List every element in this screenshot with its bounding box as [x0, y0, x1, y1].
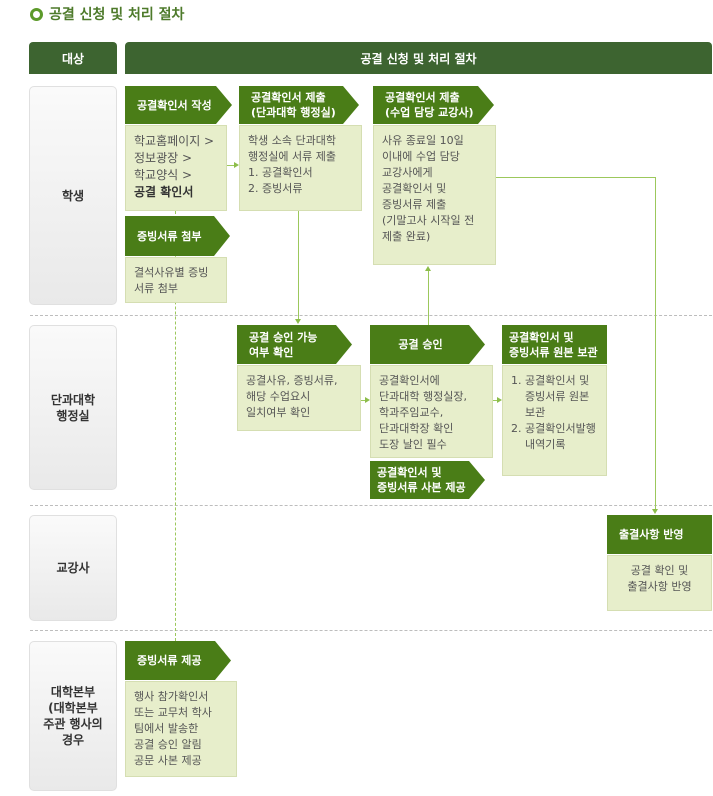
text-line: 학교양식 > [134, 168, 193, 182]
text-line: 학교홈페이지 > [134, 134, 215, 148]
text-line: 정보광장 > [134, 151, 193, 165]
connector-line [493, 400, 498, 401]
arrow-down-icon [295, 319, 301, 324]
form-name: 공결 확인서 [134, 185, 194, 199]
header-procedure: 공결 신청 및 처리 절차 [125, 42, 712, 74]
connector-line [227, 165, 235, 166]
step-approve-title: 공결 승인 [370, 325, 485, 364]
connector-line [428, 271, 429, 325]
arrow-right-icon [365, 397, 370, 403]
step-submit-instructor-title: 공결확인서 제출 (수업 담당 교강사) [373, 86, 494, 124]
arrow-right-icon [234, 162, 239, 168]
circle-bullet-icon [30, 7, 43, 21]
step-reflect-title: 출결사항 반영 [607, 515, 712, 554]
row-label-student: 학생 [29, 86, 117, 305]
step-submit-instructor-body: 사유 종료일 10일 이내에 수업 담당 교강사에게 공결확인서 및 증빙서류 … [373, 125, 496, 265]
step-copy-title: 공결확인서 및 증빙서류 사본 제공 [370, 461, 485, 499]
step-submit-college-body: 학생 소속 단과대학 행정실에 서류 제출 1. 공결확인서 2. 증빙서류 [239, 125, 362, 211]
step-submit-college-title: 공결확인서 제출 (단과대학 행정실) [239, 86, 359, 124]
row-label-college: 단과대학 행정실 [29, 325, 117, 490]
step-provide-body: 행사 참가확인서 또는 교무처 학사 팀에서 발송한 공결 승인 알림 공문 사… [125, 681, 237, 777]
connector-line [175, 211, 176, 641]
arrow-up-icon [425, 266, 431, 271]
section-title: 공결 신청 및 처리 절차 [30, 4, 184, 24]
step-check-body: 공결사유, 증빙서류, 해당 수업요시 일치여부 확인 [237, 365, 361, 431]
header-target: 대상 [29, 42, 117, 74]
step-keep-body: 1. 공결확인서 및 증빙서류 원본 보관 2. 공결확인서발행 내역기록 [502, 365, 607, 476]
step-write-body: 학교홈페이지 > 정보광장 > 학교양식 > 공결 확인서 [125, 125, 227, 211]
step-keep-title: 공결확인서 및 증빙서류 원본 보관 [502, 325, 607, 364]
connector-line [496, 177, 655, 178]
section-title-text: 공결 신청 및 처리 절차 [49, 7, 185, 23]
row-divider [30, 630, 712, 631]
row-divider [30, 315, 712, 316]
step-attach-title: 증빙서류 첨부 [125, 216, 230, 256]
arrow-right-icon [497, 397, 502, 403]
row-label-instructor: 교강사 [29, 515, 117, 621]
row-label-hq: 대학본부 (대학본부 주관 행사의 경우 [29, 641, 117, 791]
step-write-title: 공결확인서 작성 [125, 86, 232, 124]
step-approve-body: 공결확인서에 단과대학 행정실장, 학과주임교수, 단과대학장 확인 도장 날인… [370, 365, 493, 458]
connector-line [361, 400, 366, 401]
step-reflect-body: 공결 확인 및 출결사항 반영 [607, 555, 712, 611]
connector-line [655, 177, 656, 509]
step-provide-title: 증빙서류 제공 [125, 641, 231, 680]
arrow-down-icon [652, 509, 658, 514]
connector-line [298, 211, 299, 319]
step-check-title: 공결 승인 가능 여부 확인 [237, 325, 352, 364]
step-attach-body: 결석사유별 증빙 서류 첨부 [125, 257, 227, 303]
row-divider [30, 505, 712, 506]
